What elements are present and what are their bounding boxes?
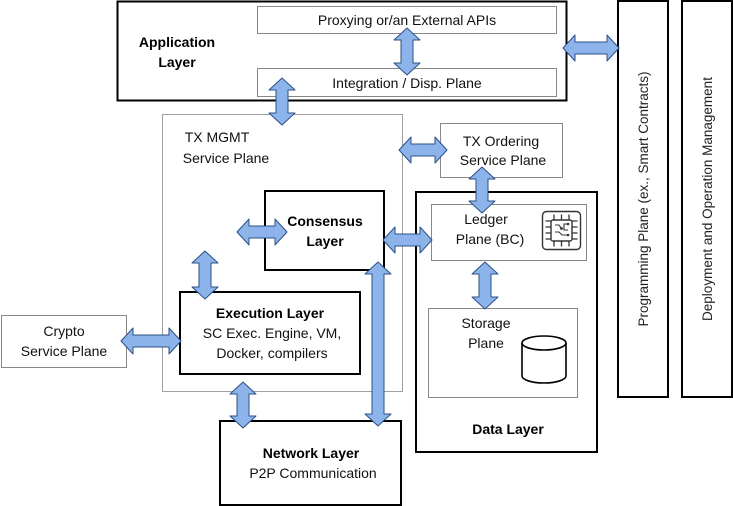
consensus-label-line2: Layer [306,233,344,249]
integration-txmgmt-double-arrow-icon [268,77,296,126]
network-title: Network Layer [263,445,360,461]
tx-ordering-label-line2: Service Plane [460,152,547,168]
crypto-execution-double-arrow-icon [120,327,182,355]
data-layer-title: Data Layer [472,421,544,437]
crypto-label: Crypto [43,323,84,339]
programming-plane-box [617,0,669,398]
proxying-label: Proxying or/an External APIs [318,12,496,28]
txmgmt-network-double-arrow-icon [229,381,257,429]
ordering-ledger-double-arrow-icon [468,166,496,214]
deployment-label: Deployment and Operation Management [700,77,715,321]
network-subtitle: P2P Communication [249,465,376,481]
chip-icon [541,210,582,251]
data-layer: Data Layer Ledger Plane (BC) [415,191,598,453]
txmgmt-consensus-double-arrow-icon [236,218,288,246]
proxy-integration-double-arrow-icon [393,27,421,76]
application-layer-title: Application [139,34,215,50]
tx-ordering-label: TX Ordering [463,133,539,149]
execution-line3: Docker, compilers [216,345,327,361]
execution-box [179,291,361,375]
deployment-management: Deployment and Operation Management [681,0,733,398]
execution-line2: SC Exec. Engine, VM, [203,325,342,341]
crypto-service-plane: Crypto Service Plane [1,315,127,368]
crypto-label-line2: Service Plane [21,343,108,359]
execution-title: Execution Layer [216,305,325,321]
consensus-label: Consensus [287,213,363,229]
txmgmt-ordering-double-arrow-icon [398,136,448,164]
consensus-network-double-arrow-icon [364,261,392,427]
crypto-box [1,315,127,368]
network-box [219,420,402,506]
programming-plane: Programming Plane (ex., Smart Contracts) [617,0,669,398]
ledger-storage-double-arrow-icon [471,261,499,310]
arrows-group [120,27,620,429]
programming-plane-label: Programming Plane (ex., Smart Contracts) [636,71,651,326]
tx-ordering-box [440,123,563,178]
storage-label: Storage [461,315,510,331]
application-layer-title-line2: Layer [158,54,196,70]
tx-mgmt-label-line2: Service Plane [183,150,270,166]
deployment-box [681,0,733,398]
tx-mgmt-label: TX MGMT [185,129,250,145]
execution-layer: Execution Layer SC Exec. Engine, VM, Doc… [179,291,361,375]
database-icon [521,335,567,384]
consensus-ledger-double-arrow-icon [382,226,433,254]
storage-label-line2: Plane [468,335,504,351]
app-programming-double-arrow-icon [562,34,620,62]
network-layer: Network Layer P2P Communication [219,420,402,506]
integration-label: Integration / Disp. Plane [332,75,482,91]
ledger-label: Ledger [464,211,508,227]
application-layer: Application Layer Proxying or/an Externa… [116,0,568,102]
ledger-label-line2: Plane (BC) [456,231,524,247]
txmgmt-execution-double-arrow-icon [191,250,219,300]
tx-ordering-service-plane: TX Ordering Service Plane [440,123,563,178]
